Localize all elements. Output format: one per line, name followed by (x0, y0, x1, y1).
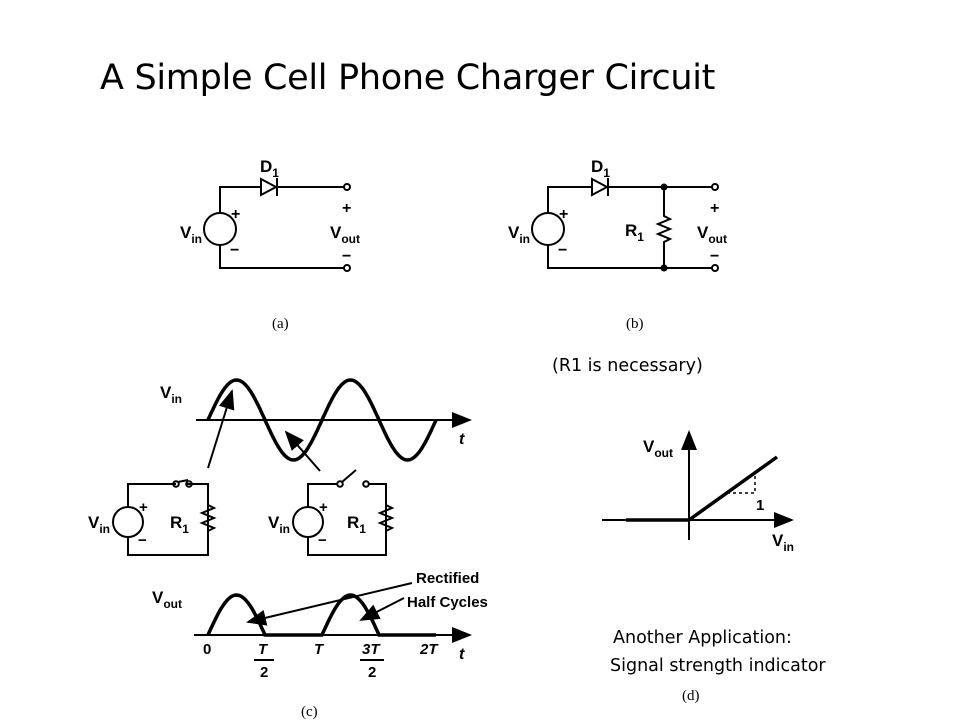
figure-c-annotation-arrow-1 (246, 582, 413, 626)
slide-title: A Simple Cell Phone Charger Circuit (100, 58, 716, 98)
circuit-b-bottom-wire (547, 245, 712, 269)
note-r1-necessary: (R1 is necessary) (552, 356, 703, 376)
circuit-a-voltage-source (203, 212, 237, 246)
circuit-a-bottom-wire (219, 245, 344, 269)
circuit-b-vout-minus: − (710, 248, 719, 265)
figure-c-vin-label: Vin (160, 383, 182, 406)
circuit-b-terminal-bottom (711, 264, 719, 272)
circuit-a-source-plus: + (231, 206, 240, 223)
figure-c-tick-t-half: T 2 (254, 641, 274, 681)
figure-d-caption: (d) (682, 688, 700, 704)
svg-text:3T: 3T (362, 641, 381, 658)
note-application-line1: Another Application: (613, 628, 792, 648)
svg-text:2: 2 (368, 664, 376, 681)
figure-d-transfer-curve (626, 455, 779, 522)
circuit-a-top-wire (219, 186, 344, 213)
figure-c-annotation-line1: Rectified (416, 570, 479, 587)
svg-text:−: − (318, 532, 327, 549)
figure-c-vout-label: Vout (152, 588, 182, 611)
circuit-a-terminal-top (343, 183, 351, 191)
figure-c-annotation-arrow-2 (359, 597, 405, 621)
circuit-b-node-top (660, 183, 668, 191)
figure-d: 1 Vout Vin (d) (602, 430, 794, 704)
circuit-b-resistor-symbol (655, 187, 673, 268)
note-application-line2: Signal strength indicator (610, 656, 826, 676)
circuit-b-source-minus: − (558, 242, 567, 259)
svg-text:2: 2 (260, 664, 268, 681)
figure-d-slope-label: 1 (756, 497, 764, 514)
figure-c-tick-three-t-half: 3T 2 (360, 641, 384, 681)
circuit-b-vout-label: Vout (697, 223, 727, 246)
svg-text:+: + (139, 499, 148, 516)
figure-c-vin-waveform (206, 378, 438, 462)
figure-c-circuit-open: Vin + − R1 (268, 469, 395, 556)
circuit-b-top-wire (547, 186, 712, 213)
circuit-a-vout-plus: + (342, 200, 351, 217)
svg-text:Vin: Vin (88, 513, 110, 536)
circuit-a: D1 Vin + − + Vout − (a) (180, 157, 360, 332)
figure-c-tick-two-t: 2T (419, 641, 439, 658)
figure-c-tick-t: T (314, 641, 325, 658)
circuit-b-caption: (b) (626, 316, 644, 332)
circuit-a-vin-label: Vin (180, 223, 202, 246)
svg-text:+: + (319, 499, 328, 516)
circuit-a-source-minus: − (230, 242, 239, 259)
circuit-b-source-plus: + (559, 206, 568, 223)
figure-c-vin-t-label: t (459, 431, 465, 448)
svg-text:Vin: Vin (268, 513, 290, 536)
svg-text:R1: R1 (347, 513, 366, 536)
circuit-b-node-bottom (660, 264, 668, 272)
figure-d-vin-label: Vin (772, 531, 794, 554)
figure-c-vout-t-label: t (459, 646, 465, 663)
figure-c-arrow-negative-half (284, 430, 321, 472)
svg-text:T: T (258, 641, 269, 658)
figure-c-caption: (c) (301, 704, 318, 720)
figure-c-annotation-line2: Half Cycles (407, 594, 488, 611)
circuit-b-terminal-top (711, 183, 719, 191)
figure-c-vout-waveform (206, 593, 436, 637)
circuit-a-caption: (a) (272, 316, 289, 332)
figure-c-circuit-closed: Vin + − R1 (88, 479, 217, 556)
circuit-b-vout-plus: + (710, 200, 719, 217)
circuit-a-diode-label: D1 (260, 157, 279, 180)
circuit-a-vout-minus: − (342, 248, 351, 265)
circuit-b-diode-symbol (591, 177, 610, 197)
figure-c: Vin t Vin + − R1 (88, 378, 488, 720)
circuit-b-diode-label: D1 (591, 157, 610, 180)
circuit-b: D1 Vin + − R1 + Vout − (b) (508, 157, 727, 332)
figure-c-tick-zero: 0 (203, 641, 211, 658)
figure-d-vout-label: Vout (643, 437, 673, 460)
circuit-a-terminal-bottom (343, 264, 351, 272)
circuit-b-vin-label: Vin (508, 223, 530, 246)
circuit-b-voltage-source (531, 212, 565, 246)
circuit-a-vout-label: Vout (330, 223, 360, 246)
svg-text:R1: R1 (170, 513, 189, 536)
figure-c-arrow-positive-half (207, 389, 235, 469)
svg-text:−: − (138, 532, 147, 549)
circuit-b-resistor-label: R1 (625, 221, 644, 244)
circuit-a-diode-symbol (260, 177, 279, 197)
